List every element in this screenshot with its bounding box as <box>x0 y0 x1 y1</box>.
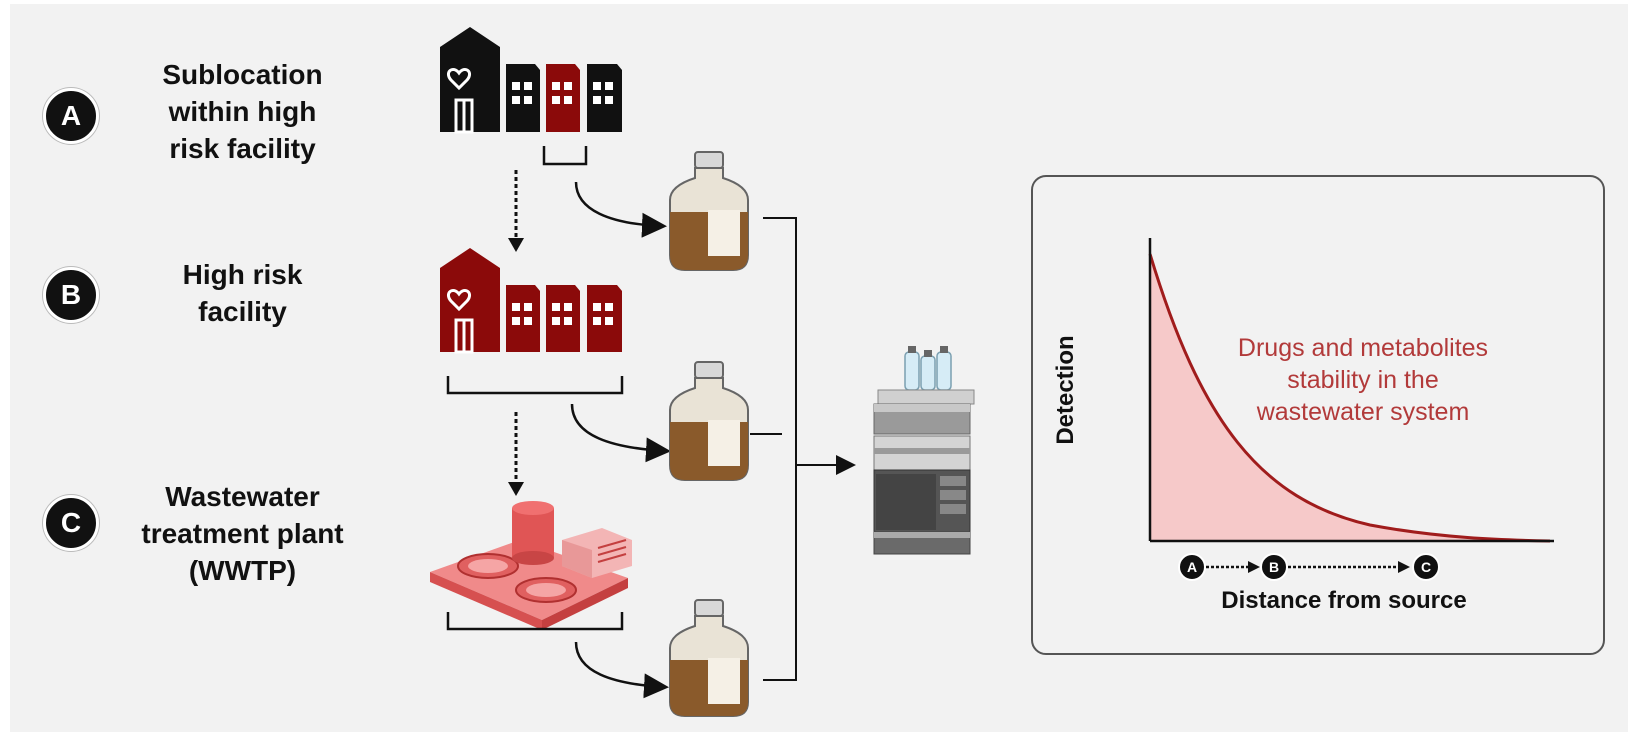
curve-annotation: Drugs and metabolites stability in the w… <box>1198 332 1528 428</box>
decay-curve <box>1148 253 1551 543</box>
badge-b: B <box>43 267 99 323</box>
label-wwtp: Wastewater treatment plant (WWTP) <box>120 478 365 589</box>
label-line: within high <box>168 96 317 127</box>
x-axis-label: Distance from source <box>1221 587 1467 614</box>
annotation-line: wastewater system <box>1256 398 1470 426</box>
sample-bottle-icon <box>669 599 749 717</box>
label-high-risk-facility: High risk facility <box>120 256 365 330</box>
label-line: risk facility <box>169 133 316 164</box>
label-line: facility <box>198 296 287 327</box>
label-sublocation: Sublocation within high risk facility <box>120 56 365 167</box>
label-line: Wastewater <box>165 481 320 512</box>
building-icon <box>440 248 622 354</box>
annotation-line: stability in the <box>1287 366 1439 394</box>
axis-marker-b: B <box>1260 553 1288 581</box>
y-axis-label: Detection <box>1052 335 1079 445</box>
axis-marker-a: A <box>1178 553 1206 581</box>
lc-ms-instrument-icon <box>873 346 975 555</box>
axis-marker-c: C <box>1412 553 1440 581</box>
sample-bottle-icon <box>669 151 749 271</box>
label-line: treatment plant <box>141 518 344 549</box>
building-icon <box>440 27 622 134</box>
treatment-plant-icon <box>430 501 632 630</box>
label-line: Sublocation <box>162 59 323 90</box>
sample-bottle-icon <box>669 361 749 481</box>
label-line: High risk <box>182 259 303 290</box>
annotation-line: Drugs and metabolites <box>1237 334 1489 362</box>
label-line: (WWTP) <box>188 555 297 586</box>
curve-area <box>1150 254 1550 541</box>
badge-a: A <box>43 88 99 144</box>
badge-c: C <box>43 495 99 551</box>
